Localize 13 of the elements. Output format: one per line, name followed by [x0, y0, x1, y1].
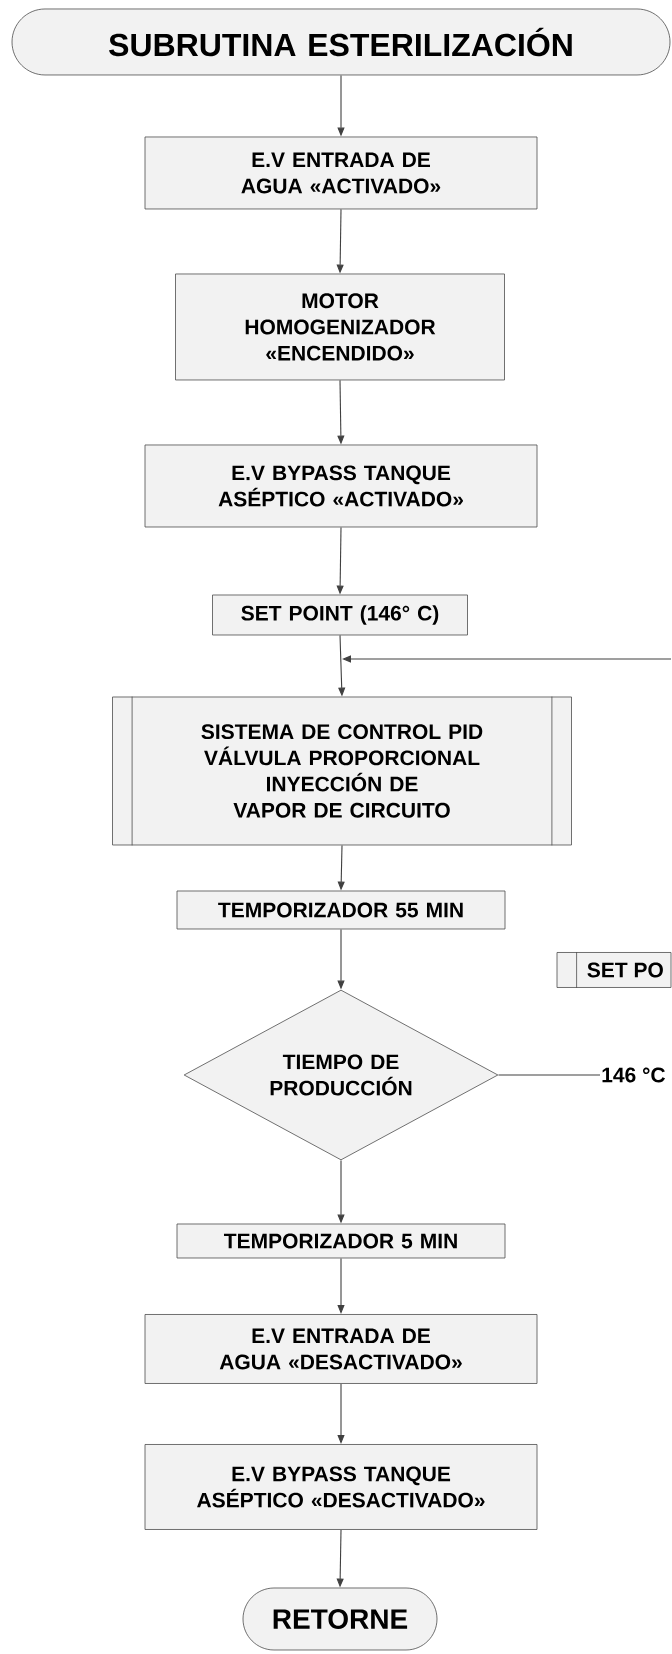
process-box: E.V ENTRADA DE AGUA «DESACTIVADO»	[144, 1314, 538, 1384]
process-box: MOTOR HOMOGENIZADOR «ENCENDIDO»	[175, 273, 505, 381]
process-box: TEMPORIZADOR 55 MIN	[176, 890, 506, 930]
value-text: 146 °C	[602, 1067, 666, 1083]
subprocess-box: SET PO	[556, 951, 672, 989]
process-box: E.V BYPASS TANQUE ASÉPTICO «ACTIVADO»	[144, 444, 538, 528]
process-box: E.V BYPASS TANQUE ASÉPTICO «DESACTIVADO»	[144, 1444, 538, 1530]
connector-line	[497, 1074, 601, 1076]
process-box: SET POINT (146° C)	[212, 594, 468, 636]
subprocess-box: SISTEMA DE CONTROL PID VÁLVULA PROPORCIONAL INYECCIÓN DE VAPOR DE CIRCUITO	[112, 696, 572, 846]
process-box: E.V ENTRADA DE AGUA «ACTIVADO»	[144, 136, 538, 210]
arrow	[342, 655, 672, 663]
process-box: TEMPORIZADOR 5 MIN	[176, 1223, 506, 1259]
